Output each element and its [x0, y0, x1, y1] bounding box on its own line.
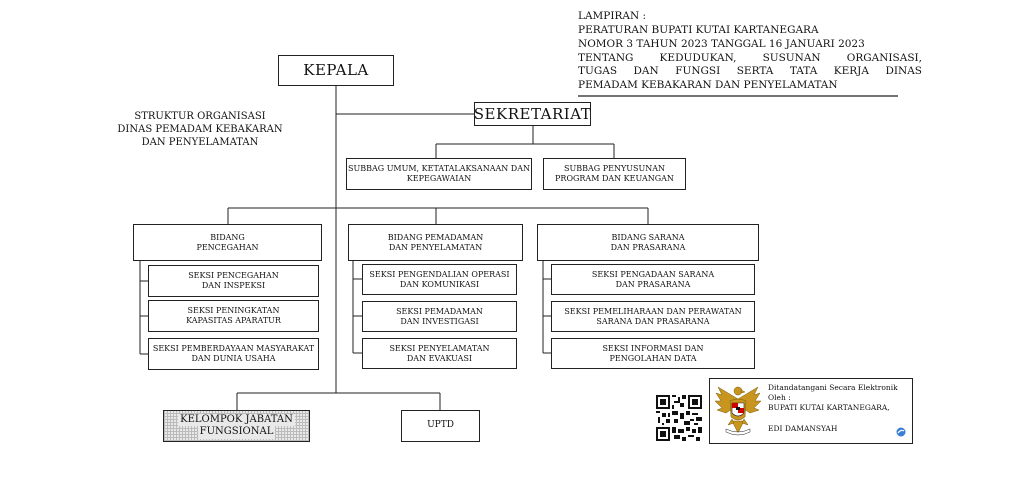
subbag-umum-label: KEPEGAWAIAN [406, 174, 472, 183]
signature-line: BUPATI KUTAI KARTANEGARA, [768, 402, 890, 412]
seksi-label: SARANA DAN PRASARANA [596, 316, 710, 326]
seksi-label: DAN KOMUNIKASI [399, 279, 480, 289]
lampiran-line: PEMADAM KEBAKARAN DAN PENYELAMATAN [578, 79, 838, 92]
lampiran-line: TUGAS DAN FUNGSI SERTA TATA KERJA DINAS [578, 65, 922, 78]
seksi-label: SEKSI PENINGKATAN [187, 306, 280, 315]
seksi-label: DAN DUNIA USAHA [191, 354, 276, 363]
seksi-peningkatan-kapasitas-box: SEKSI PENINGKATAN KAPASITAS APARATUR [148, 300, 319, 332]
seksi-pemeliharaan-box: SEKSI PEMELIHARAAN DAN PERAWATAN SARANA … [551, 301, 755, 332]
bidang-sarana-box: BIDANG SARANA DAN PRASARANA [537, 224, 759, 261]
bidang-pencegahan-box: BIDANG PENCEGAHAN [133, 224, 322, 261]
seksi-penyelamatan-evakuasi-box: SEKSI PENYELAMATAN DAN EVAKUASI [362, 338, 517, 369]
bidang-pemadaman-label: DAN PENYELAMATAN [388, 242, 483, 252]
title-line: DINAS PEMADAM KEBAKARAN [117, 124, 283, 135]
qr-code-icon [656, 395, 702, 441]
title-line: STRUKTUR ORGANISASI [134, 111, 266, 122]
seksi-label: SEKSI PEMADAMAN [396, 306, 483, 316]
kelompok-label: FUNGSIONAL [197, 426, 276, 439]
seksi-label: DAN EVAKUASI [406, 353, 473, 363]
bidang-sarana-label: BIDANG SARANA [611, 232, 685, 242]
subbag-penyusunan-label: PROGRAM DAN KEUANGAN [555, 174, 674, 183]
seksi-label: SEKSI PENCEGAHAN [188, 271, 279, 280]
subbag-penyusunan-label: SUBBAG PENYUSUNAN [564, 164, 665, 173]
seksi-label: SEKSI PENGENDALIAN OPERASI [369, 269, 510, 279]
sekretariat-box: SEKRETARIAT [474, 102, 591, 126]
seksi-label: PENGOLAHAN DATA [609, 353, 697, 363]
seksi-label: DAN PRASARANA [615, 279, 691, 289]
subbag-umum-box: SUBBAG UMUM, KETATALAKSANAAN DAN KEPEGAW… [346, 158, 532, 190]
seksi-pengadaan-sarana-box: SEKSI PENGADAAN SARANA DAN PRASARANA [551, 264, 755, 295]
signature-text: Ditandatangani Secara Elektronik Oleh : … [768, 383, 912, 412]
kepala-label: KEPALA [303, 61, 369, 80]
lampiran-header: LAMPIRAN : PERATURAN BUPATI KUTAI KARTAN… [578, 10, 922, 93]
diagram-title: STRUKTUR ORGANISASI DINAS PEMADAM KEBAKA… [105, 110, 295, 149]
seksi-informasi-data-box: SEKSI INFORMASI DAN PENGOLAHAN DATA [551, 338, 755, 369]
kelompok-label: KELOMPOK JABATAN [178, 413, 295, 426]
bsre-logo-icon [896, 427, 906, 437]
garuda-emblem-icon [714, 386, 762, 436]
bidang-pemadaman-label: BIDANG PEMADAMAN [387, 232, 484, 242]
seksi-label: SEKSI PENYELAMATAN [389, 343, 490, 353]
seksi-label: SEKSI PEMBERDAYAAN MASYARAKAT [152, 344, 315, 353]
signatory-name: EDI DAMANSYAH [768, 424, 838, 433]
seksi-label: SEKSI PEMELIHARAAN DAN PERAWATAN [564, 306, 742, 316]
bidang-pemadaman-box: BIDANG PEMADAMAN DAN PENYELAMATAN [348, 224, 523, 261]
subbag-umum-label: SUBBAG UMUM, KETATALAKSANAAN DAN [348, 164, 530, 173]
bidang-sarana-label: DAN PRASARANA [610, 242, 686, 252]
sekretariat-label: SEKRETARIAT [473, 104, 592, 123]
seksi-label: DAN INVESTIGASI [400, 316, 479, 326]
lampiran-line: TENTANG KEDUDUKAN, SUSUNAN ORGANISASI, [578, 51, 922, 64]
lampiran-line: NOMOR 3 TAHUN 2023 TANGGAL 16 JANUARI 20… [578, 37, 865, 50]
lampiran-line: LAMPIRAN : [578, 10, 647, 22]
uptd-box: UPTD [401, 410, 480, 442]
bidang-pencegahan-label: BIDANG [210, 232, 245, 242]
seksi-label: KAPASITAS APARATUR [186, 316, 281, 325]
title-line: DAN PENYELAMATAN [141, 137, 259, 148]
uptd-label: UPTD [427, 420, 454, 431]
signature-box: Ditandatangani Secara Elektronik Oleh : … [709, 378, 913, 444]
seksi-pemadaman-investigasi-box: SEKSI PEMADAMAN DAN INVESTIGASI [362, 301, 517, 332]
kepala-box: KEPALA [278, 55, 394, 86]
kelompok-jabatan-box: KELOMPOK JABATAN FUNGSIONAL [163, 410, 310, 442]
seksi-label: SEKSI INFORMASI DAN [602, 343, 704, 353]
subbag-penyusunan-box: SUBBAG PENYUSUNAN PROGRAM DAN KEUANGAN [543, 158, 686, 190]
seksi-pengendalian-operasi-box: SEKSI PENGENDALIAN OPERASI DAN KOMUNIKAS… [362, 264, 517, 295]
seksi-pencegahan-inspeksi-box: SEKSI PENCEGAHAN DAN INSPEKSI [148, 265, 319, 297]
seksi-label: SEKSI PENGADAAN SARANA [591, 269, 715, 279]
seksi-pemberdayaan-box: SEKSI PEMBERDAYAAN MASYARAKAT DAN DUNIA … [148, 338, 319, 370]
signature-line: Ditandatangani Secara Elektronik Oleh : [768, 383, 898, 402]
bidang-pencegahan-label: PENCEGAHAN [196, 242, 259, 252]
lampiran-line: PERATURAN BUPATI KUTAI KARTANEGARA [578, 23, 819, 36]
seksi-label: DAN INSPEKSI [201, 281, 266, 290]
